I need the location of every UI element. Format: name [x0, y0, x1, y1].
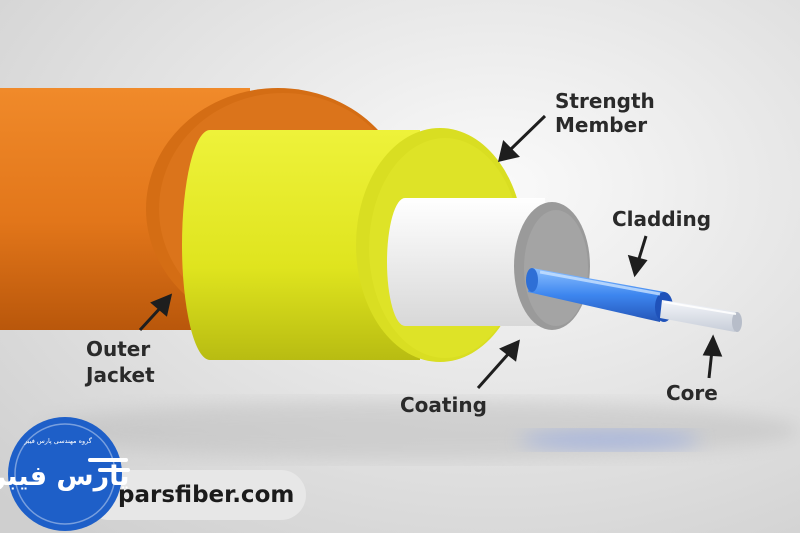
label-cladding: Cladding: [612, 207, 711, 231]
site-url: parsfiber.com: [118, 482, 295, 508]
core: [660, 300, 742, 332]
arrow-cladding: [627, 235, 648, 278]
coating: [387, 198, 590, 330]
label-outer-jacket: Outer Jacket: [84, 337, 157, 387]
label-coating: Coating: [400, 393, 487, 417]
label-core: Core: [666, 381, 718, 405]
label-strength-member: Strength Member: [555, 89, 662, 137]
blue-reflection: [520, 430, 700, 450]
logo-tagline: گروه مهندسی پارس فیبر: [23, 437, 93, 445]
arrow-strength-member: [497, 114, 547, 163]
cladding: [526, 268, 673, 322]
logo-persian-name: پارس فیبر: [0, 461, 130, 492]
arrow-coating: [476, 339, 520, 389]
arrow-core: [702, 334, 723, 379]
brand-logo: گروه مهندسی پارس فیبر پارس فیبر: [0, 417, 306, 531]
arrow-outer-jacket: [138, 293, 173, 332]
